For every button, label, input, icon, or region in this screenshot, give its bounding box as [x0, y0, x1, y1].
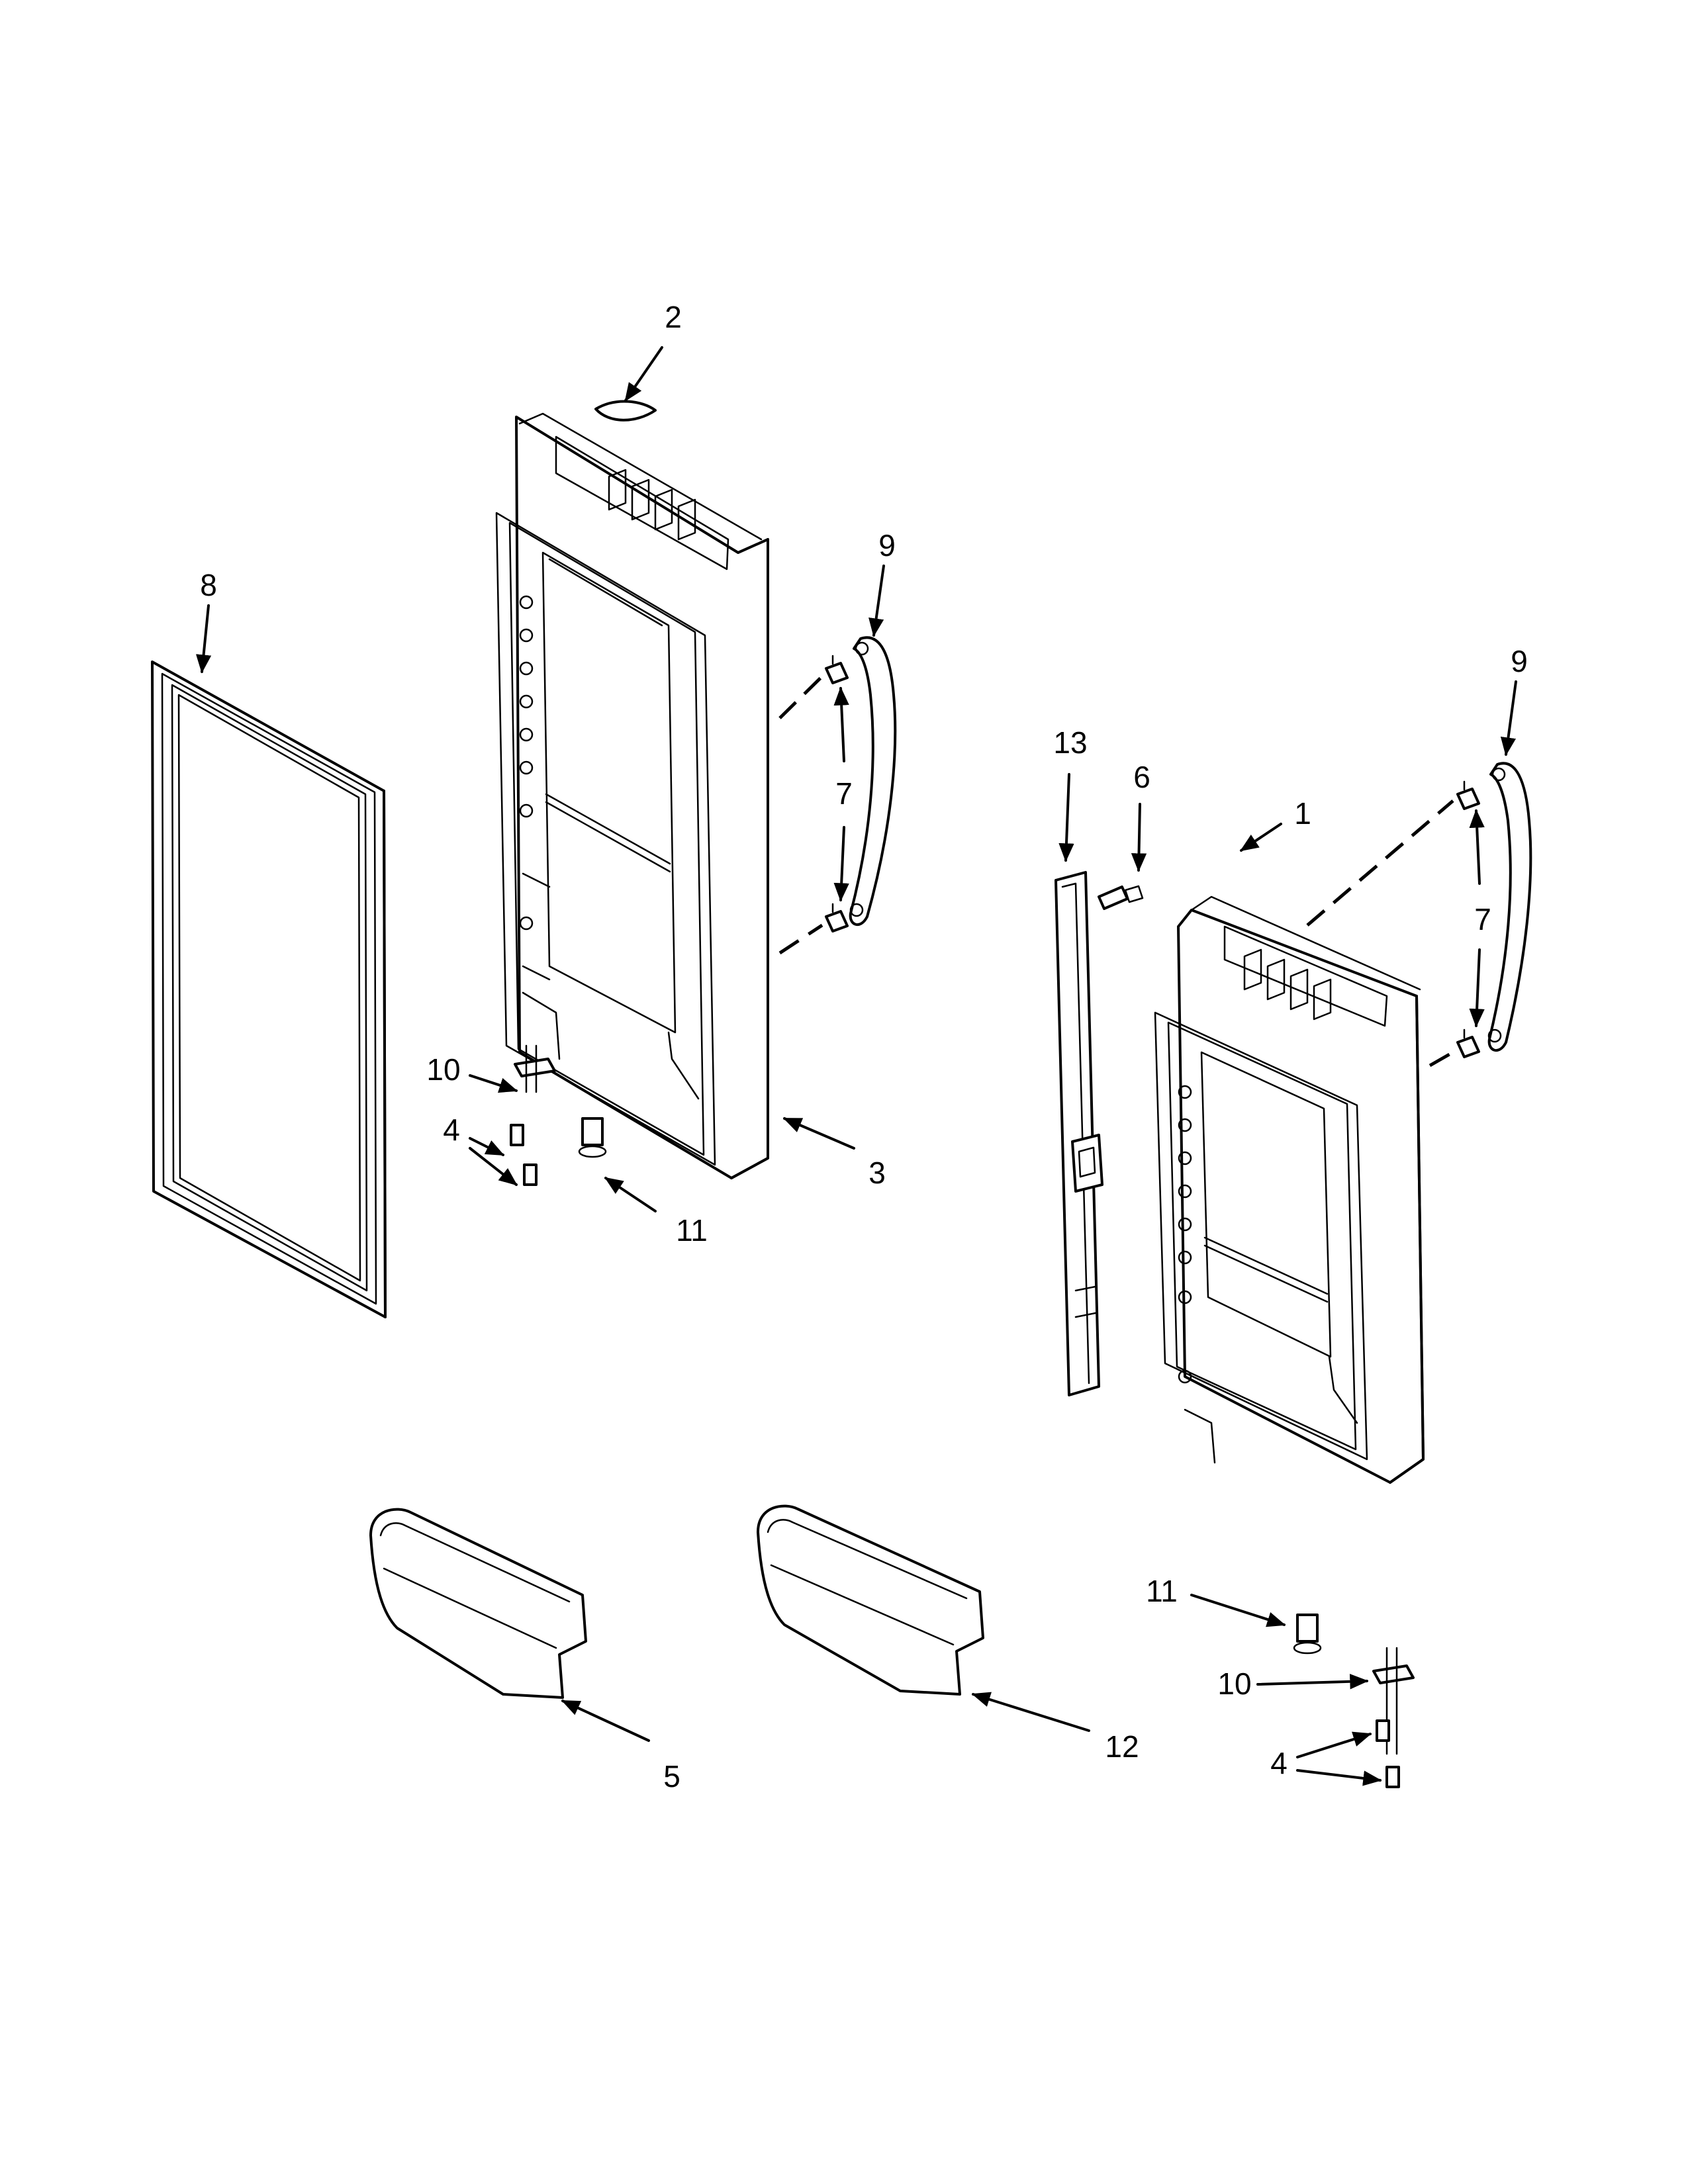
left-handle-part-9 — [849, 636, 897, 926]
callout-13: 13 — [1053, 725, 1087, 760]
right-door-liner-part-1 — [1154, 895, 1425, 1484]
right-handle-guide-top — [1306, 799, 1454, 927]
left-handle-standoffs-part-7 — [825, 655, 849, 933]
center-mullion-part-13 — [1055, 871, 1103, 1396]
right-handle-part-9 — [1487, 762, 1532, 1052]
door-bin-part-5 — [369, 1508, 587, 1699]
callout-12: 12 — [1105, 1729, 1139, 1764]
callout-9-right: 9 — [1511, 644, 1528, 678]
leader-lines — [195, 346, 1517, 1786]
left-handle-guide-top — [778, 675, 823, 719]
callout-10-left: 10 — [426, 1052, 460, 1087]
callout-6: 6 — [1133, 760, 1150, 794]
callout-9-left: 9 — [878, 528, 896, 563]
callout-11-left: 11 — [676, 1213, 708, 1248]
callout-10-right: 10 — [1217, 1666, 1251, 1701]
small-seal-part-2 — [594, 400, 657, 422]
callout-11-right: 11 — [1146, 1574, 1178, 1608]
callout-1: 1 — [1294, 796, 1311, 831]
callout-2: 2 — [665, 300, 682, 334]
left-hinge-hardware — [510, 1044, 607, 1186]
door-gasket-part-8 — [151, 660, 387, 1318]
callout-4-left: 4 — [443, 1113, 460, 1147]
right-handle-standoffs-part-7 — [1456, 780, 1480, 1058]
right-handle-guide-bottom — [1429, 1050, 1454, 1068]
callout-5: 5 — [663, 1759, 680, 1794]
callout-4-right: 4 — [1270, 1746, 1288, 1780]
callout-8: 8 — [200, 568, 217, 602]
callout-7-right: 7 — [1474, 902, 1491, 936]
screw-part-6 — [1098, 885, 1144, 910]
callout-labels: 2 8 9 7 3 10 4 11 13 6 1 9 7 11 10 4 5 1… — [200, 300, 1528, 1794]
right-hinge-hardware — [1293, 1614, 1415, 1788]
left-handle-guide-bottom — [778, 923, 823, 955]
callout-7-left: 7 — [835, 776, 853, 811]
left-door-liner-part-3 — [495, 412, 769, 1179]
callout-3: 3 — [868, 1156, 886, 1190]
door-bin-part-12 — [757, 1504, 984, 1696]
